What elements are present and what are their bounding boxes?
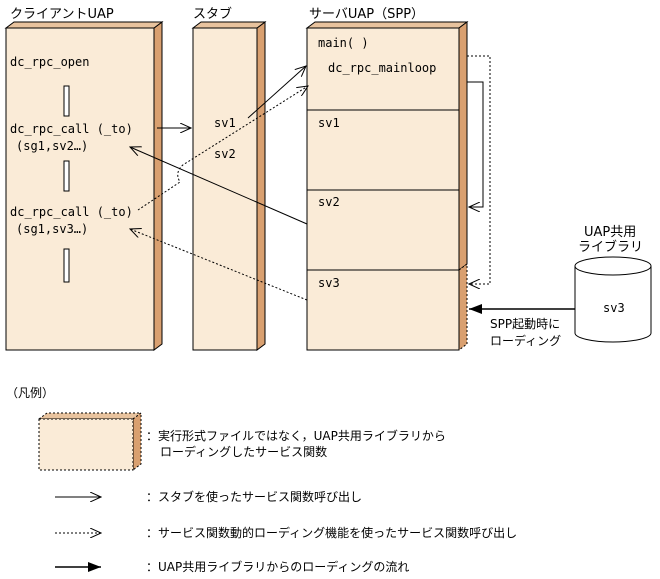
library-title-line2: ライブラリ: [578, 239, 643, 255]
client-column-title: クライアントUAP: [10, 7, 114, 22]
server-uap-box: [305, 21, 469, 351]
stub-sv2-label: sv2: [214, 147, 236, 161]
legend-solid-arrow-desc: ：スタブを使ったサービス関数呼び出し: [146, 489, 362, 504]
client-call1-label: dc_rpc_call (_to): [10, 122, 133, 136]
server-column-title: サーバUAP（SPP）: [309, 7, 424, 22]
mainloop-to-sv3-dotted-bracket: [467, 55, 491, 284]
shared-library-cylinder: [574, 256, 652, 343]
client-flow-bar: [63, 85, 70, 117]
legend-filled-arrow-desc: ：UAP共用ライブラリからのローディングの流れ: [146, 559, 409, 574]
sv2-return-arrow: [130, 147, 308, 225]
client-call2-label: dc_rpc_call (_to): [10, 205, 133, 219]
server-sv1-label: sv1: [318, 116, 340, 130]
server-mainloop-label: dc_rpc_mainloop: [328, 61, 436, 75]
client-uap-box: [4, 21, 164, 351]
server-main-label: main( ): [318, 36, 369, 50]
mainloop-to-sv2-bracket: [467, 81, 484, 207]
client-args2-label: (sg1,sv3…): [16, 222, 88, 236]
loading-label-line2: ローディング: [490, 333, 561, 348]
legend-box-desc-line1: ：実行形式ファイルではなく，UAP共用ライブラリから: [146, 428, 446, 443]
client-flow-bar: [63, 160, 70, 192]
loading-label-line1: SPP起動時に: [490, 317, 560, 331]
legend-dotted-arrow-desc: ：サービス関数動的ローディング機能を使ったサービス関数呼び出し: [146, 525, 517, 540]
legend-heading: （凡例）: [6, 386, 54, 400]
stub-column-title: スタブ: [193, 6, 232, 22]
call2-to-mainloop-dotted-arrow: [137, 86, 308, 211]
server-sv3-label: sv3: [318, 276, 340, 290]
library-sv3-label: sv3: [603, 301, 625, 315]
client-open-label: dc_rpc_open: [10, 55, 89, 69]
legend-box-desc-line2: ローディングしたサービス関数: [160, 444, 327, 459]
server-sv2-label: sv2: [318, 195, 340, 209]
client-args1-label: (sg1,sv2…): [16, 139, 88, 153]
stub-box: [191, 21, 267, 351]
stub-sv1-label: sv1: [214, 116, 236, 130]
legend-box-sample: [37, 412, 143, 471]
client-flow-bar: [63, 248, 70, 283]
stub-to-mainloop-arrow: [247, 66, 306, 119]
library-title-line1: UAP共用: [584, 225, 636, 240]
